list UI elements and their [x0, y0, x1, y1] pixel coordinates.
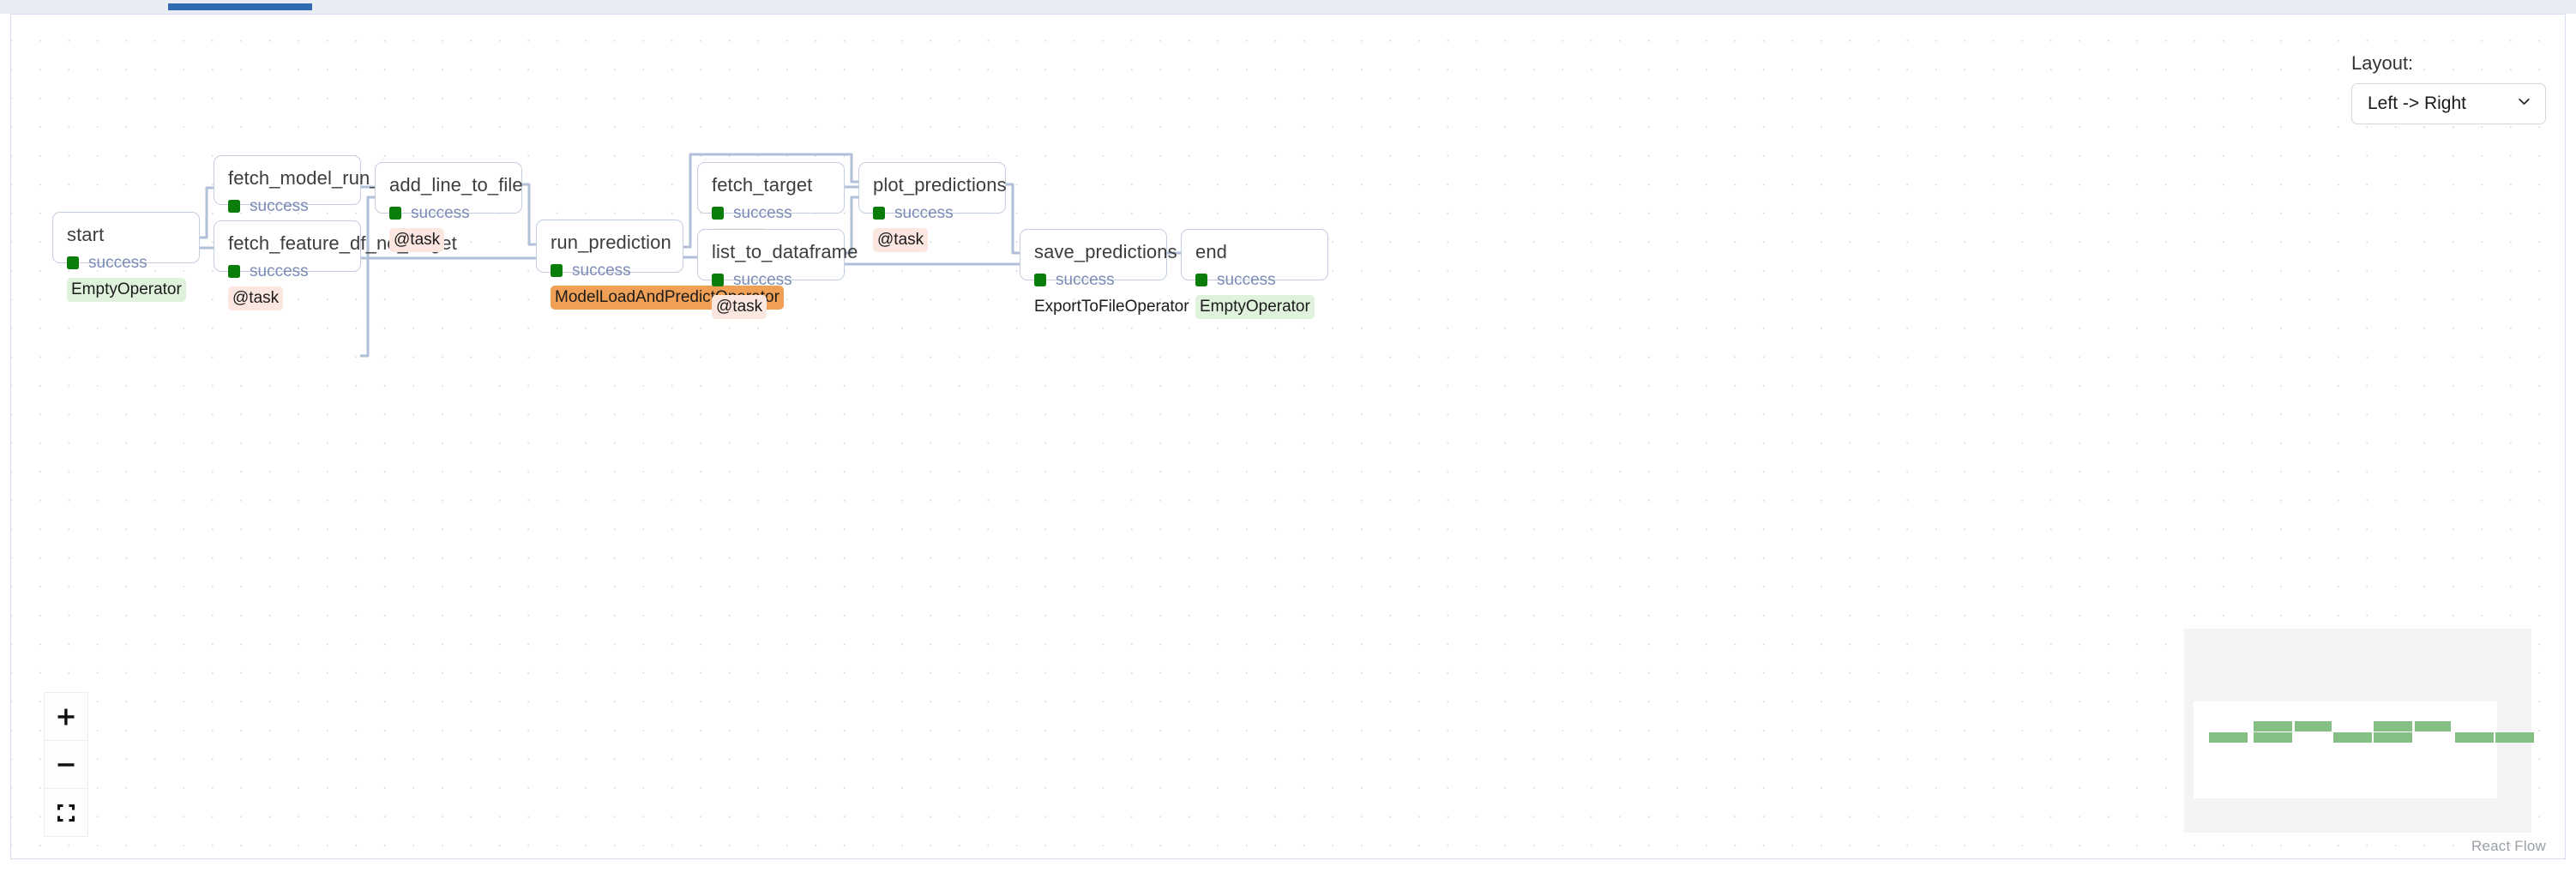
- tab-strip: [0, 0, 2576, 14]
- node-state: success: [228, 263, 346, 280]
- minimap-node: [2374, 721, 2412, 732]
- plus-icon: [57, 707, 75, 726]
- node-state-label: success: [411, 204, 470, 223]
- node-state: success: [67, 255, 185, 271]
- status-swatch-icon: [551, 264, 563, 278]
- node-state-label: success: [733, 271, 792, 290]
- status-swatch-icon: [67, 256, 79, 270]
- minimap-node: [2254, 721, 2292, 732]
- minimap-node: [2415, 721, 2451, 732]
- node-state: success: [389, 205, 508, 221]
- chevron-down-icon: [2517, 94, 2531, 113]
- node-state-label: success: [1056, 271, 1115, 290]
- minimap-node: [2295, 721, 2332, 732]
- node-title: plot_predictions: [873, 174, 1007, 196]
- node-state: success: [873, 205, 991, 221]
- node-state-label: success: [733, 204, 792, 223]
- node-operator-badge: EmptyOperator: [1195, 295, 1315, 319]
- node-title: fetch_target: [712, 174, 813, 196]
- node-state: success: [712, 272, 830, 288]
- status-swatch-icon: [389, 207, 401, 220]
- minus-icon: [57, 756, 75, 774]
- node-state: success: [551, 262, 669, 279]
- node-operator-badge: @task: [228, 286, 284, 310]
- minimap-node: [2254, 732, 2292, 743]
- node-title: list_to_dataframe: [712, 241, 858, 262]
- minimap-viewport[interactable]: [2194, 701, 2534, 798]
- node-operator-badge: ExportToFileOperator: [1034, 298, 1189, 316]
- status-swatch-icon: [712, 274, 724, 287]
- node-operator-badge: @task: [389, 228, 445, 252]
- node-state-label: success: [250, 197, 309, 216]
- status-swatch-icon: [228, 265, 240, 279]
- minimap[interactable]: [2184, 629, 2534, 833]
- node-state-label: success: [572, 262, 631, 280]
- layout-direction-select[interactable]: Left -> Right: [2351, 83, 2546, 124]
- node-state: success: [712, 205, 830, 221]
- layout-select-value: Left -> Right: [2368, 93, 2466, 113]
- node-state: success: [1034, 272, 1153, 288]
- minimap-node: [2455, 732, 2494, 743]
- canvas-controls: [44, 692, 88, 837]
- node-state-label: success: [88, 254, 147, 273]
- node-operator-badge: @task: [873, 228, 929, 252]
- node-state-label: success: [894, 204, 954, 223]
- node-operator-badge: @task: [712, 295, 767, 319]
- zoom-out-button[interactable]: [45, 741, 87, 789]
- status-swatch-icon: [712, 207, 724, 220]
- layout-label: Layout:: [2351, 52, 2414, 74]
- node-operator-badge: EmptyOperator: [67, 278, 186, 302]
- node-title: fetch_feature_df_no_target: [228, 232, 457, 254]
- fit-view-button[interactable]: [45, 789, 87, 836]
- minimap-node: [2374, 732, 2412, 743]
- layout-panel: Layout: Left -> Right: [2351, 52, 2546, 124]
- node-title: start: [67, 224, 105, 245]
- minimap-node: [2209, 732, 2248, 743]
- node-title: run_prediction: [551, 232, 671, 253]
- node-title: save_predictions: [1034, 241, 1177, 262]
- status-swatch-icon: [1034, 274, 1046, 287]
- node-title: fetch_model_run_id: [228, 167, 396, 189]
- node-state: success: [1195, 272, 1314, 288]
- status-swatch-icon: [873, 207, 885, 220]
- node-state-label: success: [1217, 271, 1276, 290]
- zoom-in-button[interactable]: [45, 693, 87, 741]
- reactflow-attribution: React Flow: [2471, 838, 2546, 854]
- canvas-dot-grid: [11, 15, 2565, 858]
- active-tab-indicator[interactable]: [168, 3, 312, 10]
- node-state: success: [228, 198, 346, 214]
- node-title: add_line_to_file: [389, 174, 523, 196]
- status-swatch-icon: [1195, 274, 1207, 287]
- status-swatch-icon: [228, 200, 240, 214]
- node-title: end: [1195, 241, 1228, 262]
- minimap-node: [2495, 732, 2534, 743]
- minimap-node: [2333, 732, 2372, 743]
- fit-view-icon: [57, 804, 75, 822]
- node-state-label: success: [250, 262, 309, 281]
